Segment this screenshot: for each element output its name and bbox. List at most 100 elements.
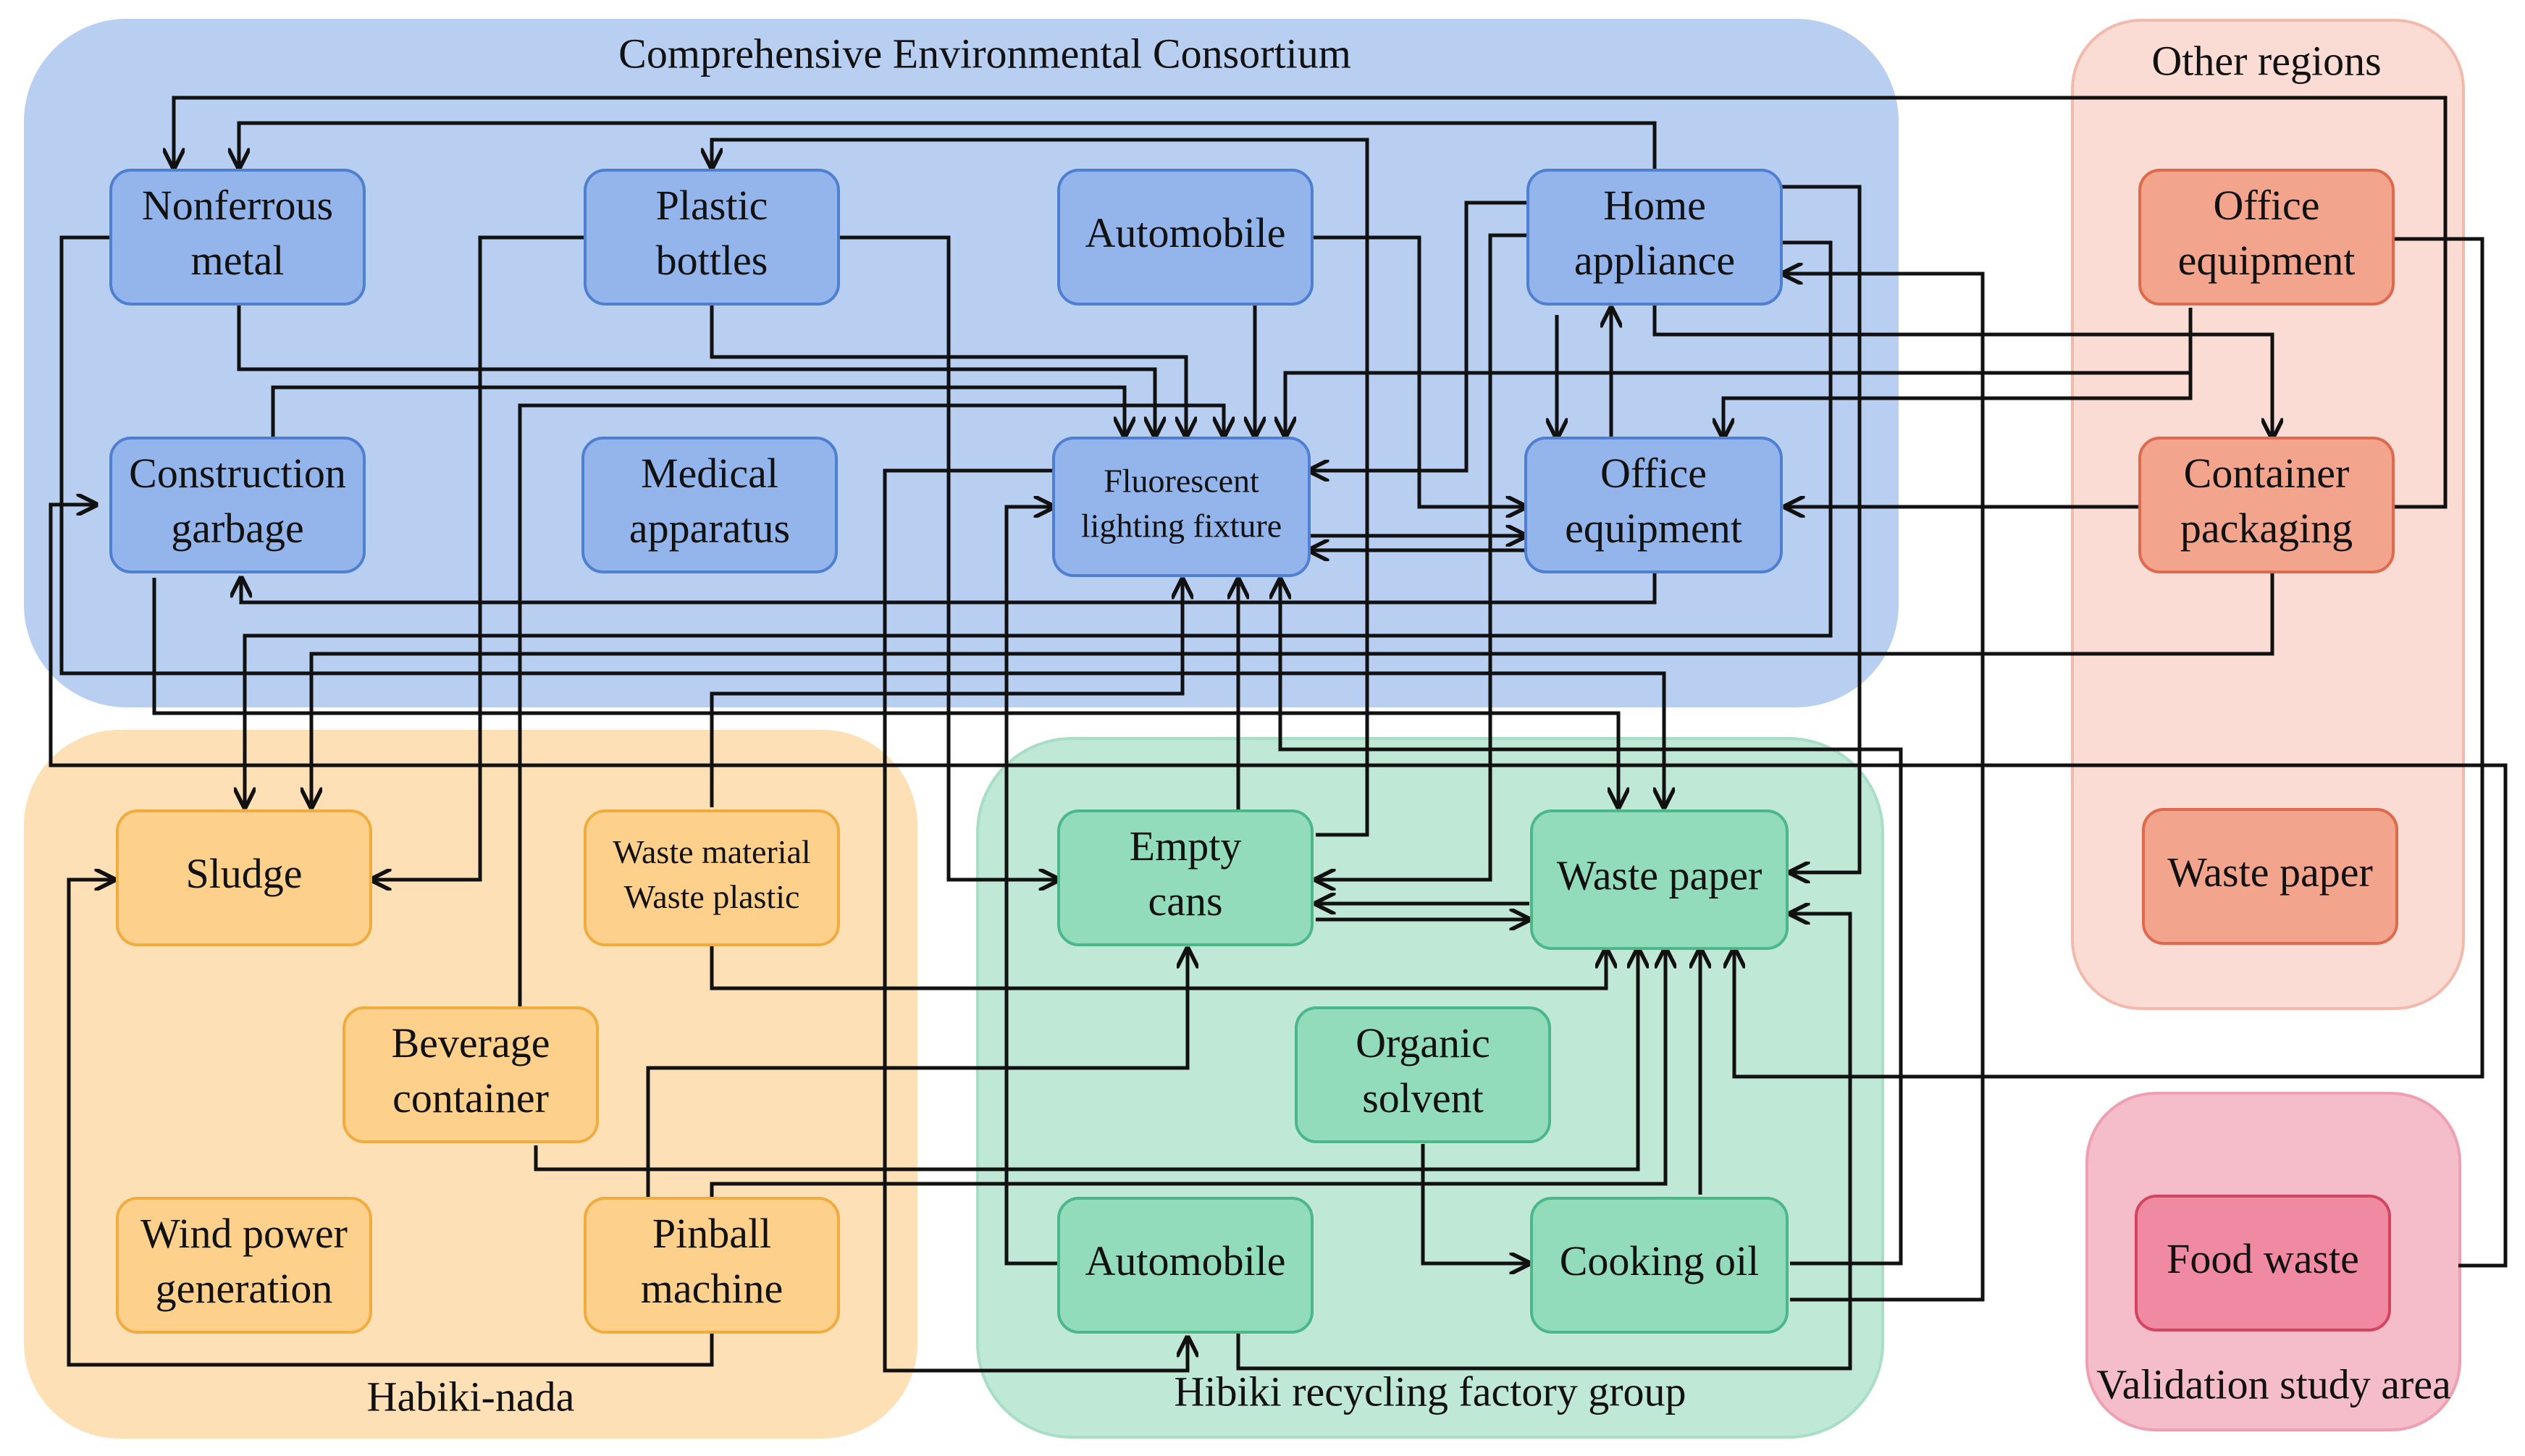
node-pinball-machine-label: machine — [641, 1265, 783, 1312]
edge-home-to-fluorescent — [1309, 201, 1528, 471]
node-medical-apparatus-box — [581, 437, 838, 573]
node-food-waste: Food waste — [2135, 1195, 2391, 1331]
node-pinball-machine-box — [584, 1197, 840, 1334]
node-medical-apparatus-label: apparatus — [629, 505, 790, 552]
node-wind-power-label: Wind power — [140, 1210, 348, 1257]
node-organic-solvent-label: Organic — [1356, 1019, 1490, 1066]
node-fluorescent-lighting-label: lighting fixture — [1081, 508, 1282, 544]
region-validation-label: Validation study area — [2096, 1360, 2451, 1407]
edge-foodwaste-to-construction — [49, 505, 2508, 1268]
node-waste-paper-hibiki: Waste paper — [1530, 809, 1789, 950]
edge-container-to-sludge — [311, 572, 2274, 807]
node-home-appliance-box — [1526, 169, 1783, 306]
node-waste-material-plastic-label: Waste plastic — [624, 878, 800, 915]
node-home-appliance-label: Home — [1603, 182, 1706, 229]
node-construction-garbage-label: garbage — [171, 505, 304, 552]
node-food-waste-box — [2135, 1195, 2391, 1331]
node-waste-material-plastic-box — [584, 809, 840, 946]
node-waste-paper-other-box — [2142, 808, 2398, 945]
edge-organic-to-cookingoil — [1421, 1144, 1529, 1263]
edge-nonferrous-to-fluorescent — [237, 304, 1155, 437]
node-container-packaging-label: Container — [2184, 450, 2350, 497]
edge-emptycans-to-plastic — [712, 138, 1369, 837]
node-beverage-container-box — [343, 1006, 599, 1143]
node-automobile-hibiki: Automobile — [1057, 1197, 1314, 1334]
node-sludge-box — [116, 809, 372, 946]
edge-home-to-wastepaper — [1780, 185, 1862, 872]
node-plastic-bottles-box — [584, 169, 840, 306]
edge-fluorescent-to-wastematerial — [710, 579, 1185, 807]
edge-plastic-to-emptycans — [839, 235, 1059, 880]
edge-beverage-to-wastepaper — [534, 948, 1638, 1171]
node-food-waste-label: Food waste — [2167, 1235, 2359, 1282]
node-container-packaging-box — [2138, 437, 2395, 573]
node-automobile-top: Automobile — [1057, 169, 1314, 306]
region-consortium-label: Comprehensive Environmental Consortium — [618, 30, 1351, 77]
node-empty-cans: Empty cans — [1057, 809, 1314, 946]
node-office-equipment-top-box — [1524, 437, 1783, 573]
region-habiki-label: Habiki-nada — [367, 1373, 575, 1420]
edge-home-to-container — [1652, 304, 2272, 438]
node-empty-cans-label: cans — [1148, 878, 1222, 925]
node-empty-cans-label: Empty — [1130, 822, 1242, 870]
edge-container-to-nonferrous — [174, 96, 2448, 509]
node-automobile-top-box — [1057, 169, 1314, 306]
edge-home-to-emptycans — [1316, 233, 1528, 880]
node-plastic-bottles-label: bottles — [656, 237, 768, 284]
edge-officeother-to-office — [1723, 322, 2193, 438]
edge-construction-to-fluorescent — [271, 385, 1125, 438]
node-plastic-bottles-label: Plastic — [656, 182, 768, 229]
node-cooking-oil-box — [1530, 1197, 1789, 1334]
node-wind-power-label: generation — [156, 1265, 333, 1312]
node-organic-solvent: Organic solvent — [1295, 1006, 1551, 1143]
edge-cookingoil-to-fluorescent — [1280, 579, 1903, 1266]
node-pinball-machine-label: Pinball — [652, 1210, 771, 1257]
node-automobile-hibiki-box — [1057, 1197, 1314, 1334]
node-cooking-oil: Cooking oil — [1530, 1197, 1789, 1334]
edge-pinball-to-sludge — [67, 880, 714, 1367]
edge-layer — [49, 96, 2508, 1373]
node-waste-material-plastic-label: Waste material — [613, 833, 810, 870]
edge-officeother-to-wastepaper — [1734, 237, 2484, 1079]
node-wind-power: Wind power generation — [116, 1197, 372, 1334]
node-waste-paper-other: Waste paper — [2142, 808, 2398, 945]
region-other-label: Other regions — [2151, 37, 2381, 84]
edge-wastematerial-to-wastepaper — [710, 945, 1606, 990]
node-sludge-label: Sludge — [185, 850, 302, 897]
node-automobile-hibiki-label: Automobile — [1085, 1237, 1285, 1284]
edge-pinball-to-wastepaper — [710, 948, 1665, 1198]
edge-hibikiauto-to-fluorescent — [1004, 507, 1059, 1266]
node-office-equipment-other-box — [2138, 169, 2395, 306]
node-fluorescent-lighting-label: Fluorescent — [1104, 463, 1259, 500]
node-wind-power-box — [116, 1197, 372, 1334]
node-layer: NonferrousmetalPlasticbottlesAutomobileH… — [109, 169, 2398, 1334]
edge-cookingoil-to-home — [1783, 274, 1985, 1302]
region-hibiki-label: Hibiki recycling factory group — [1174, 1368, 1686, 1415]
node-construction-garbage-box — [109, 437, 366, 573]
node-office-equipment-top: Office equipment — [1524, 437, 1783, 573]
node-nonferrous-metal-label: Nonferrous — [142, 182, 333, 229]
edge-home-to-nonferrous — [239, 121, 1657, 170]
node-medical-apparatus: Medical apparatus — [581, 437, 838, 573]
node-office-equipment-top-label: equipment — [1565, 505, 1742, 552]
edge-nonferrous-to-wastepaper — [59, 235, 1664, 807]
node-organic-solvent-box — [1295, 1006, 1551, 1143]
node-organic-solvent-label: solvent — [1362, 1074, 1484, 1122]
node-office-equipment-top-label: Office — [1600, 450, 1707, 497]
edge-beverage-to-fluorescent — [518, 403, 1224, 1006]
edge-hibikiauto-to-wastepaper — [1236, 914, 1852, 1371]
node-medical-apparatus-label: Medical — [641, 450, 778, 497]
edge-pinball-to-emptycans — [646, 948, 1188, 1198]
node-fluorescent-lighting: Fluorescent lighting fixture — [1052, 437, 1311, 577]
edge-home-to-sludge — [245, 240, 1833, 807]
node-beverage-container-label: Beverage — [392, 1019, 550, 1066]
edge-plastic-to-sludge — [371, 235, 585, 880]
node-empty-cans-box — [1057, 809, 1314, 946]
